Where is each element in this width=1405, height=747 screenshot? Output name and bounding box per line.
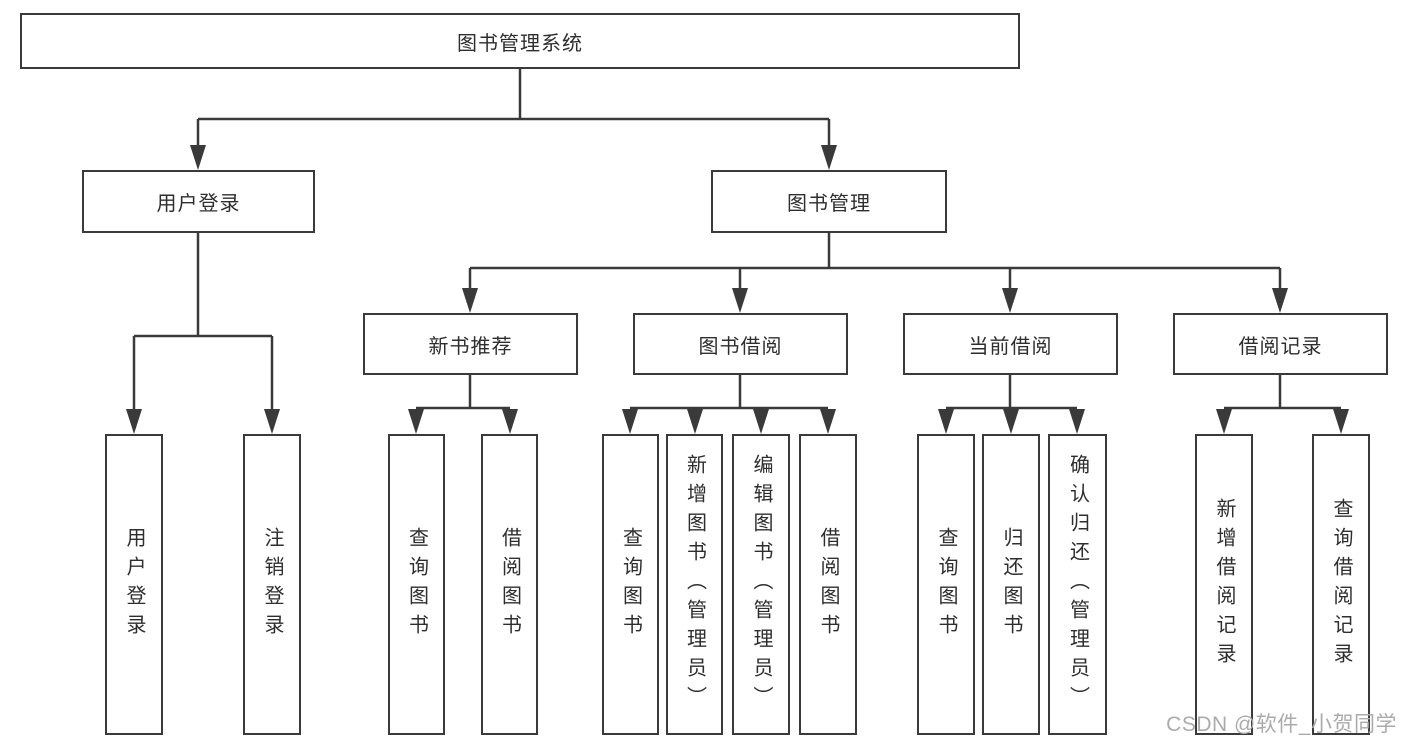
node-label: 图书管理系统 (457, 32, 583, 55)
node-label: 查询图书 (619, 526, 642, 643)
csdn-watermark: CSDN @软件_小贺同学 (1166, 713, 1397, 736)
node-label: 查询图书 (935, 526, 957, 643)
node-current-borrowing: 当前借阅 (903, 313, 1118, 375)
node-leaf-edit-books-admin: 编辑图书（管理员） (732, 434, 790, 735)
node-borrowing-records: 借阅记录 (1173, 313, 1388, 375)
node-leaf-user-login: 用户登录 (105, 434, 163, 735)
node-book-borrowing: 图书借阅 (633, 313, 848, 375)
node-leaf-query-books-2: 查询图书 (602, 434, 659, 735)
node-label: 借阅图书 (817, 526, 839, 643)
node-leaf-query-borrow-record: 查询借阅记录 (1312, 434, 1370, 735)
node-label: 借阅记录 (1238, 335, 1323, 358)
node-new-book-recommend: 新书推荐 (363, 313, 578, 375)
node-label: 编辑图书（管理员） (750, 454, 772, 715)
tree-branch-lines (132, 69, 1341, 410)
node-library-management-system: 图书管理系统 (20, 13, 1020, 69)
node-leaf-confirm-return-admin: 确认归还（管理员） (1048, 434, 1107, 735)
node-label: 新书推荐 (428, 335, 513, 358)
node-leaf-borrow-books-2: 借阅图书 (799, 434, 857, 735)
node-leaf-query-books-1: 查询图书 (388, 434, 445, 735)
node-label: 注销登录 (261, 526, 283, 643)
node-label: 新增借阅记录 (1213, 497, 1235, 672)
node-label: 当前借阅 (968, 335, 1053, 358)
arrowheads (126, 145, 1349, 434)
node-leaf-add-books-admin: 新增图书（管理员） (666, 434, 723, 735)
node-label: 新增图书（管理员） (683, 454, 706, 715)
node-leaf-borrow-books-1: 借阅图书 (481, 434, 538, 735)
node-leaf-query-books-3: 查询图书 (917, 434, 975, 735)
node-book-management: 图书管理 (711, 170, 947, 233)
node-leaf-add-borrow-record: 新增借阅记录 (1195, 434, 1253, 735)
node-label: 用户登录 (156, 193, 241, 215)
node-label: 归还图书 (1000, 526, 1022, 643)
node-label: 图书借阅 (698, 335, 783, 358)
node-leaf-return-books: 归还图书 (982, 434, 1040, 735)
node-label: 图书管理 (787, 193, 871, 215)
node-leaf-logout: 注销登录 (243, 434, 301, 735)
node-label: 查询借阅记录 (1330, 497, 1352, 672)
node-label: 用户登录 (123, 526, 145, 643)
node-label: 确认归还（管理员） (1066, 454, 1089, 715)
node-label: 借阅图书 (498, 526, 521, 643)
node-user-login-branch: 用户登录 (82, 170, 315, 233)
node-label: 查询图书 (405, 526, 428, 643)
